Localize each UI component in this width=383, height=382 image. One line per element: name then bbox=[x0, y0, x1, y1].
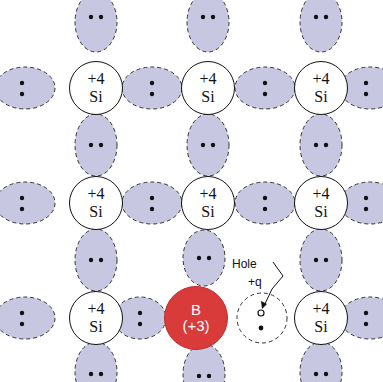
atom-label: +4 Si bbox=[193, 70, 223, 105]
hole-label: +q bbox=[248, 276, 262, 289]
atom-label: +4 Si bbox=[81, 185, 111, 220]
hole-label: Hole bbox=[232, 258, 257, 271]
silicon-atom: +4 Si bbox=[69, 61, 123, 115]
silicon-atom: +4 Si bbox=[294, 291, 348, 345]
silicon-atom: +4 Si bbox=[294, 61, 348, 115]
silicon-atom: +4 Si bbox=[181, 61, 235, 115]
atom-label: B (+3) bbox=[176, 302, 216, 335]
atom-label: +4 Si bbox=[306, 185, 336, 220]
silicon-atom: +4 Si bbox=[69, 176, 123, 230]
boron-atom: B (+3) bbox=[164, 286, 228, 350]
atom-label: +4 Si bbox=[81, 300, 111, 335]
atom-label: +4 Si bbox=[81, 70, 111, 105]
atom-label: +4 Si bbox=[306, 300, 336, 335]
silicon-atom: +4 Si bbox=[181, 176, 235, 230]
atom-label: +4 Si bbox=[193, 185, 223, 220]
atom-label: +4 Si bbox=[306, 70, 336, 105]
silicon-atom: +4 Si bbox=[294, 176, 348, 230]
silicon-atom: +4 Si bbox=[69, 291, 123, 345]
